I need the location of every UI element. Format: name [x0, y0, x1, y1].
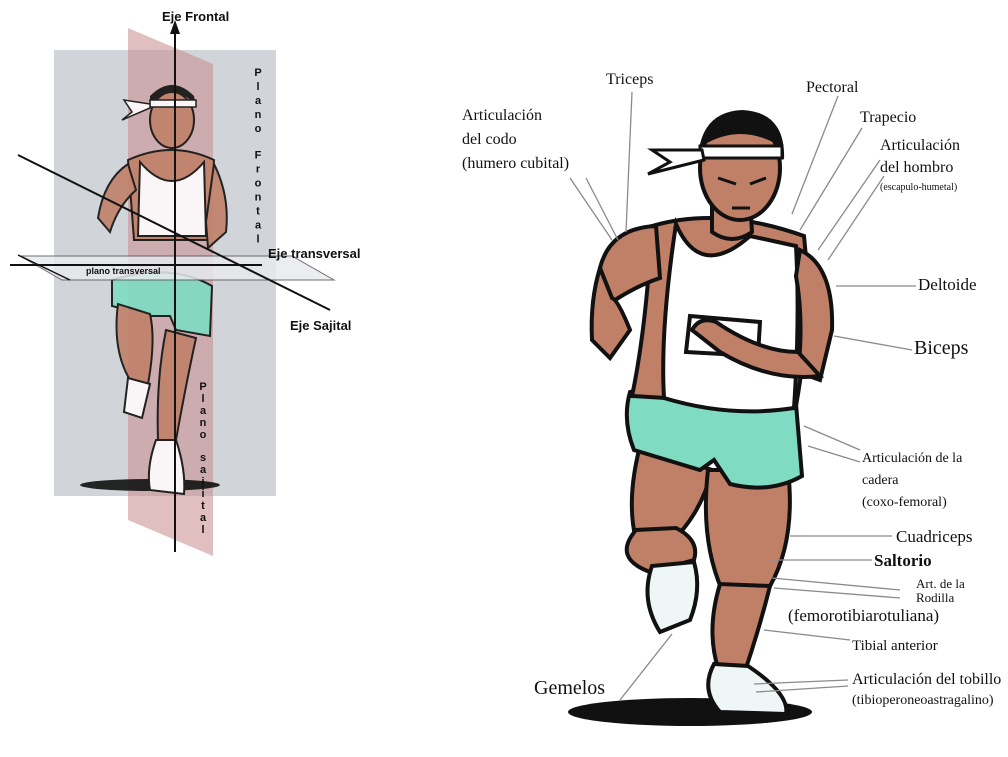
plane-label-letter: t: [201, 500, 205, 512]
plane-label-letter: t: [256, 206, 260, 218]
plane-label-letter: F: [255, 150, 262, 162]
plane-label-letter: s: [200, 452, 206, 464]
rodilla-label-3: (femorotibiarotuliana): [788, 606, 939, 625]
deltoide-label: Deltoide: [918, 275, 977, 294]
codo-label-1: Articulación: [462, 107, 542, 124]
plane-label-letter: l: [201, 393, 204, 405]
tobillo-label-1: Articulación del tobillo: [852, 671, 1001, 688]
planes-axes-diagram: Eje Frontal Eje transversal plano transv…: [10, 9, 361, 556]
plane-label-letter: a: [200, 512, 207, 524]
plane-label-letter: l: [256, 81, 259, 93]
plane-label-letter: l: [256, 234, 259, 246]
biceps-label: Biceps: [914, 337, 969, 359]
plane-label-letter: o: [200, 429, 207, 441]
muscles-joints-diagram: Triceps Articulación del codo (humero cu…: [462, 71, 1001, 726]
pectoral-label: Pectoral: [806, 79, 859, 96]
trapecio-label: Trapecio: [860, 109, 916, 126]
plane-label-letter: n: [255, 109, 262, 121]
front-shin: [712, 584, 770, 668]
plane-label-letter: a: [255, 95, 262, 107]
plane-label-letter: i: [201, 488, 204, 500]
headband-tie: [648, 150, 704, 174]
plano-transversal-label: plano transversal: [86, 266, 161, 276]
cadera-label-3: (coxo-femoral): [862, 495, 947, 510]
back-shoe: [648, 562, 698, 632]
cuadriceps-label: Cuadriceps: [896, 527, 972, 546]
cadera-label-1: Articulación de la: [862, 451, 963, 466]
eje-frontal-label: Eje Frontal: [162, 9, 229, 24]
codo-label-3: (humero cubital): [462, 155, 569, 172]
tobillo-label-2: (tibioperoneoastragalino): [852, 693, 994, 708]
plane-label-letter: a: [255, 220, 262, 232]
plane-label-letter: P: [199, 381, 206, 393]
plane-label-letter: n: [200, 417, 207, 429]
rodilla-label-2: Rodilla: [916, 590, 955, 605]
plane-label-letter: l: [201, 524, 204, 536]
saltorio-label: Saltorio: [874, 551, 932, 570]
hombro-label-2: del hombro: [880, 159, 953, 176]
tibial-label: Tibial anterior: [852, 638, 938, 654]
hombro-label-3: (escapulo-humetal): [880, 182, 957, 193]
plane-label-letter: r: [256, 164, 261, 176]
plane-label-letter: o: [255, 123, 262, 135]
codo-label-2: del codo: [462, 131, 517, 148]
eje-transversal-label: Eje transversal: [268, 246, 361, 261]
gemelos-label: Gemelos: [534, 677, 605, 699]
plane-label-letter: a: [200, 464, 207, 476]
plane-label-letter: a: [200, 405, 207, 417]
plane-label-letter: P: [254, 67, 261, 79]
eje-sajital-label: Eje Sajital: [290, 318, 351, 333]
triceps-label: Triceps: [606, 71, 653, 88]
plane-label-letter: n: [255, 192, 262, 204]
plane-label-letter: j: [200, 476, 204, 488]
plane-label-letter: o: [255, 178, 262, 190]
headband: [700, 146, 782, 158]
cadera-label-2: cadera: [862, 473, 899, 488]
rodilla-label-1: Art. de la: [916, 576, 965, 591]
hombro-label-1: Articulación: [880, 137, 960, 154]
front-shoe: [708, 664, 786, 714]
